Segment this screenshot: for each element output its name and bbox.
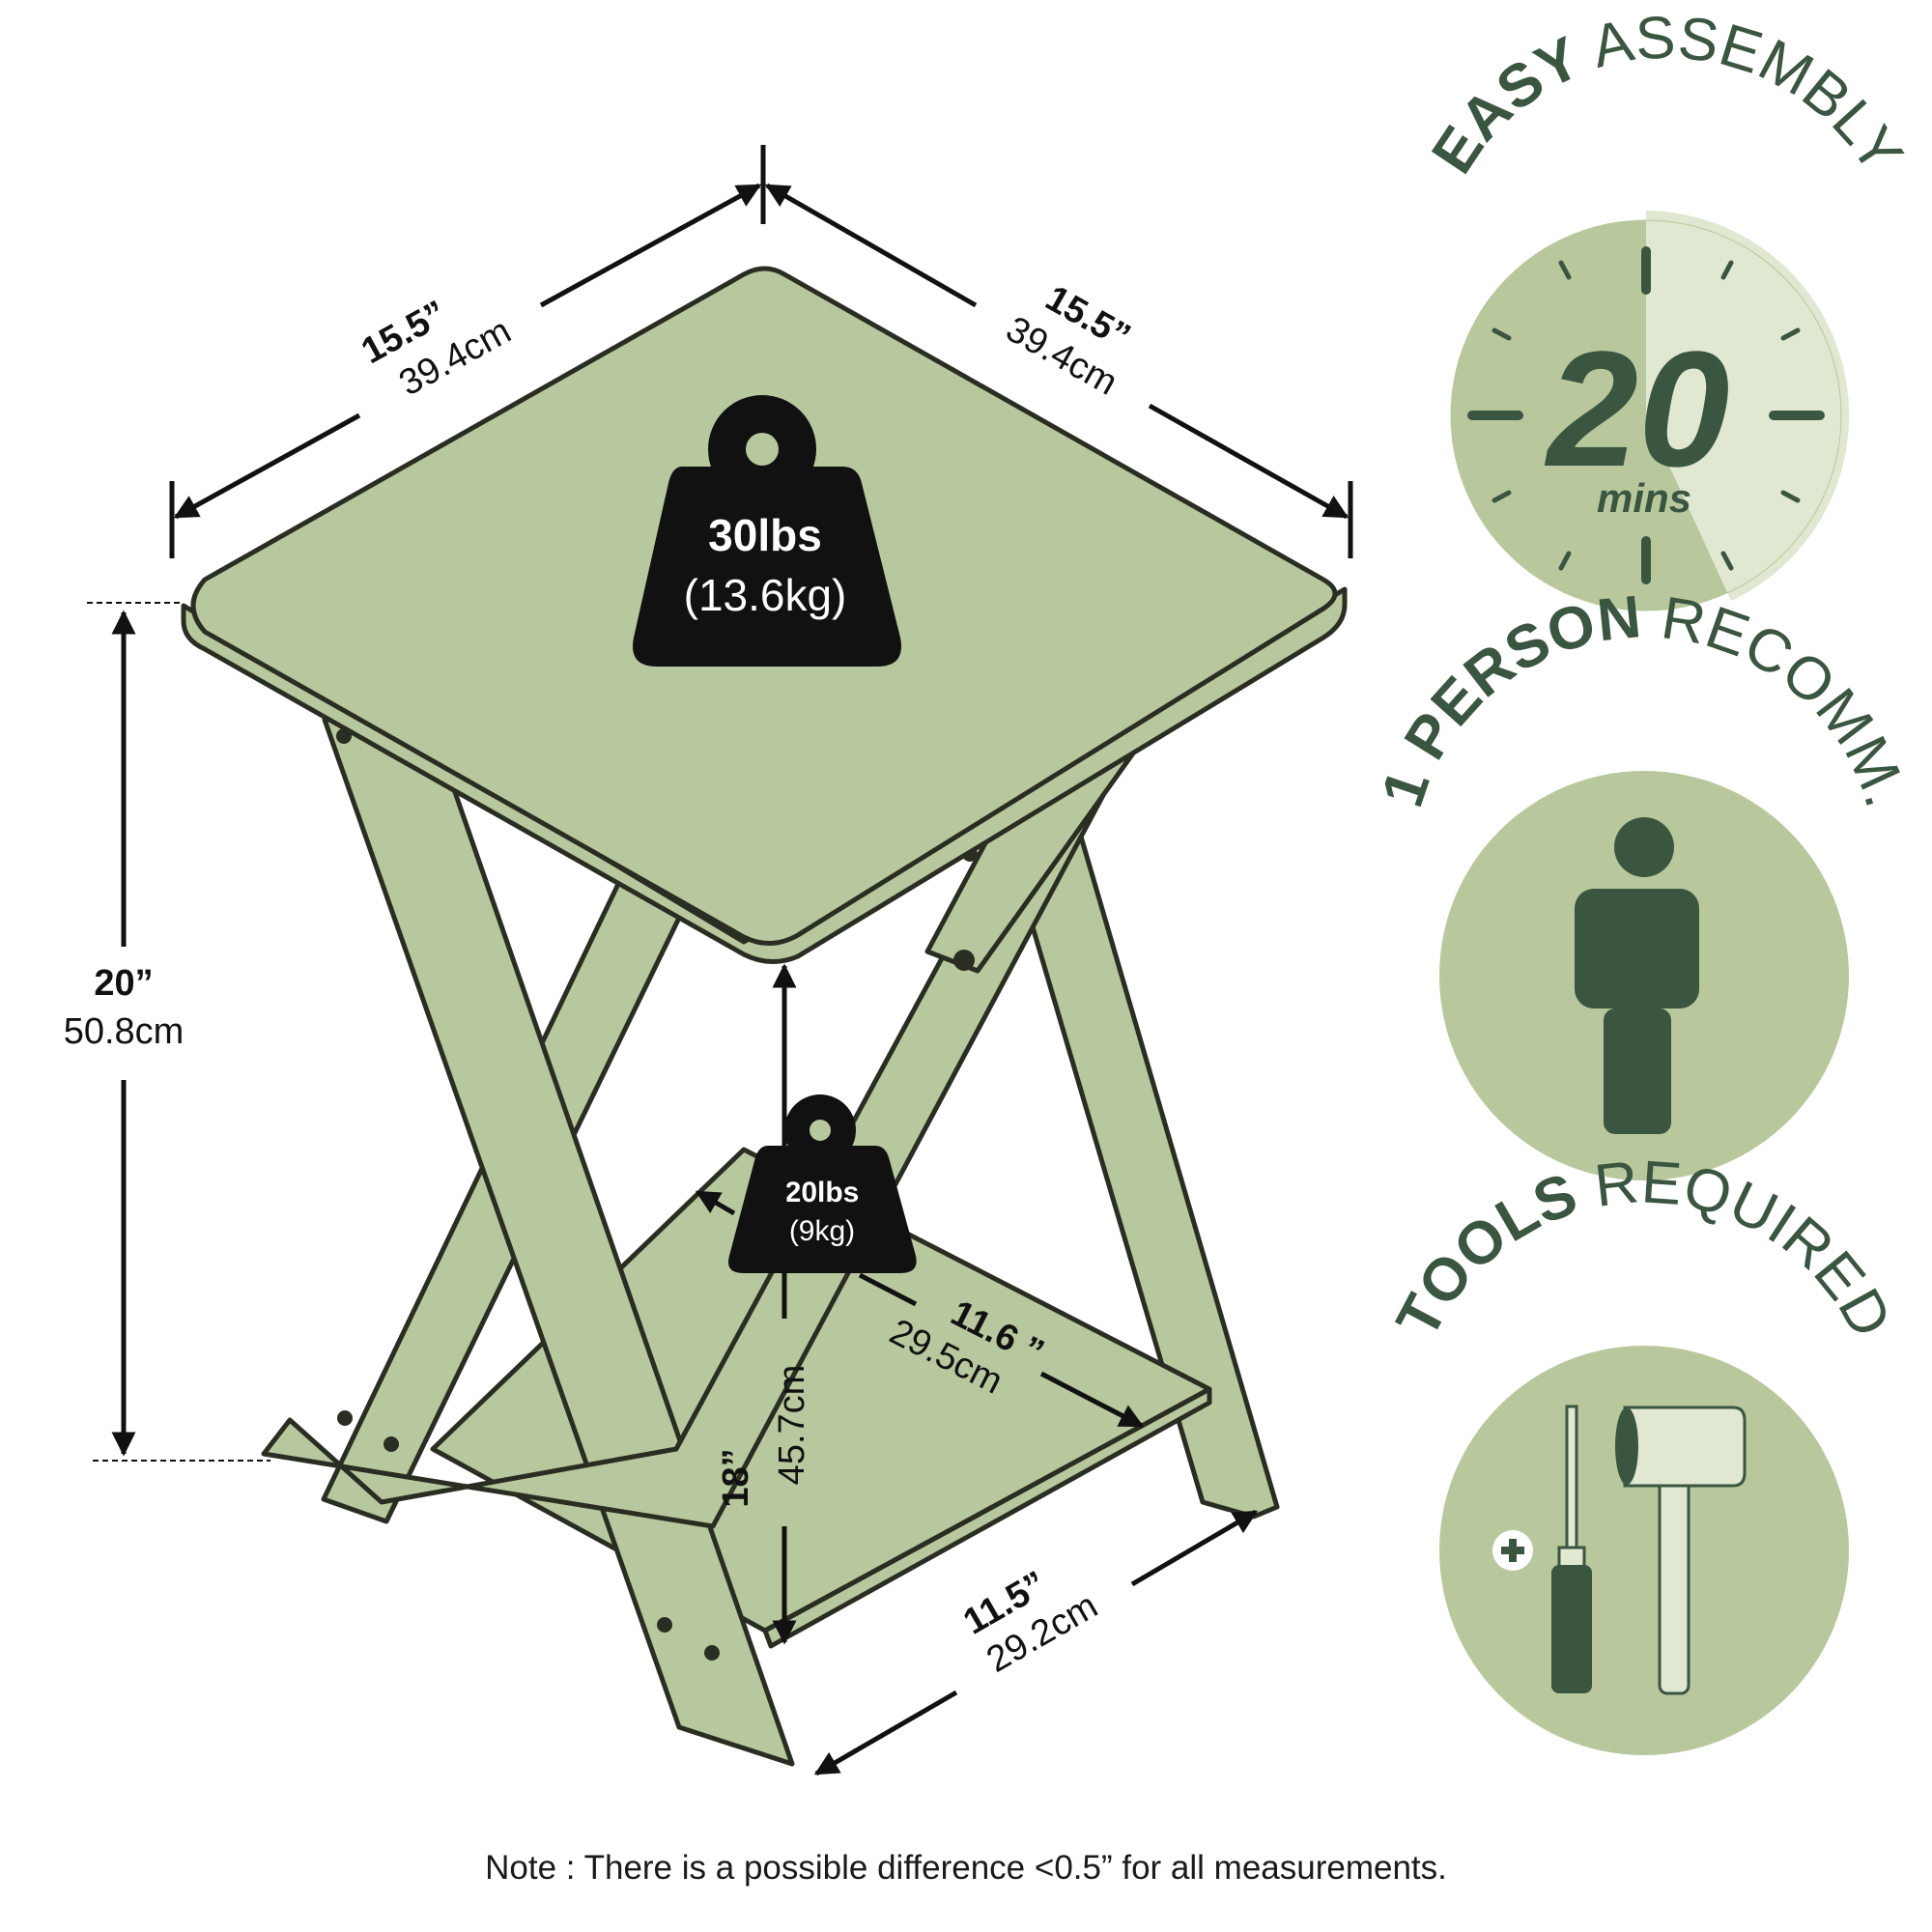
assembly-heading: EASY ASSEMBLY [1419,4,1916,185]
dim-top-depth: 15.5” 39.4cm [999,278,1136,404]
person-icon [1575,817,1699,1134]
one-person-badge: 1 PERSON RECOMM. [1369,583,1919,1180]
screwdriver-icon [1551,1405,1592,1693]
dim-shelf-height: 18” 45.7cm [716,1365,812,1508]
phillips-plus-icon [1492,1530,1533,1571]
table-top-edge [181,586,1348,964]
screw-holes [336,728,978,1661]
shelf-weight-icon: 20lbs (9kg) [728,1094,917,1273]
dim-shelf-height-in: 18” [716,1448,756,1507]
tools-heading-regular: REQUIRED [1569,1149,1904,1348]
dimension-lines [87,145,1353,1776]
dim-shelf-height-cm: 45.7cm [772,1365,812,1486]
dim-total-height-in: 20” [94,963,153,1004]
dim-total-height-cm: 50.8cm [64,1011,185,1052]
assembly-heading-regular: ASSEMBLY [1568,4,1916,185]
tools-required-badge: TOOLS REQUIRED [1384,1149,1905,1755]
tools-heading-bold: TOOLS [1384,1161,1586,1349]
timer-number: 20 [1544,318,1729,501]
timer-ticks-icon [1467,246,1825,584]
timer-elapsed-wedge [1646,211,1850,601]
top-weight-kg: (13.6kg) [684,570,847,620]
assembly-heading-bold: EASY [1419,24,1590,185]
dim-total-height: 20” 50.8cm [64,963,185,1052]
measurement-note: Note : There is a possible difference <0… [485,1849,1447,1887]
mallet-icon [1615,1406,1747,1695]
easy-assembly-badge: EASY ASSEMBLY 20 mins [1419,4,1916,611]
tools-heading: TOOLS REQUIRED [1384,1149,1905,1348]
lower-shelf-edge [762,1386,1212,1649]
timer-unit: mins [1597,475,1691,521]
dim-top-width: 15.5” 39.4cm [355,294,517,405]
dim-shelf-width: 11.5” 29.2cm [957,1564,1105,1681]
top-weight-lbs: 30lbs [708,510,822,560]
top-weight-icon: 30lbs (13.6kg) [633,395,901,667]
shelf-weight-lbs: 20lbs [785,1177,860,1208]
shelf-weight-kg: (9kg) [789,1215,855,1247]
